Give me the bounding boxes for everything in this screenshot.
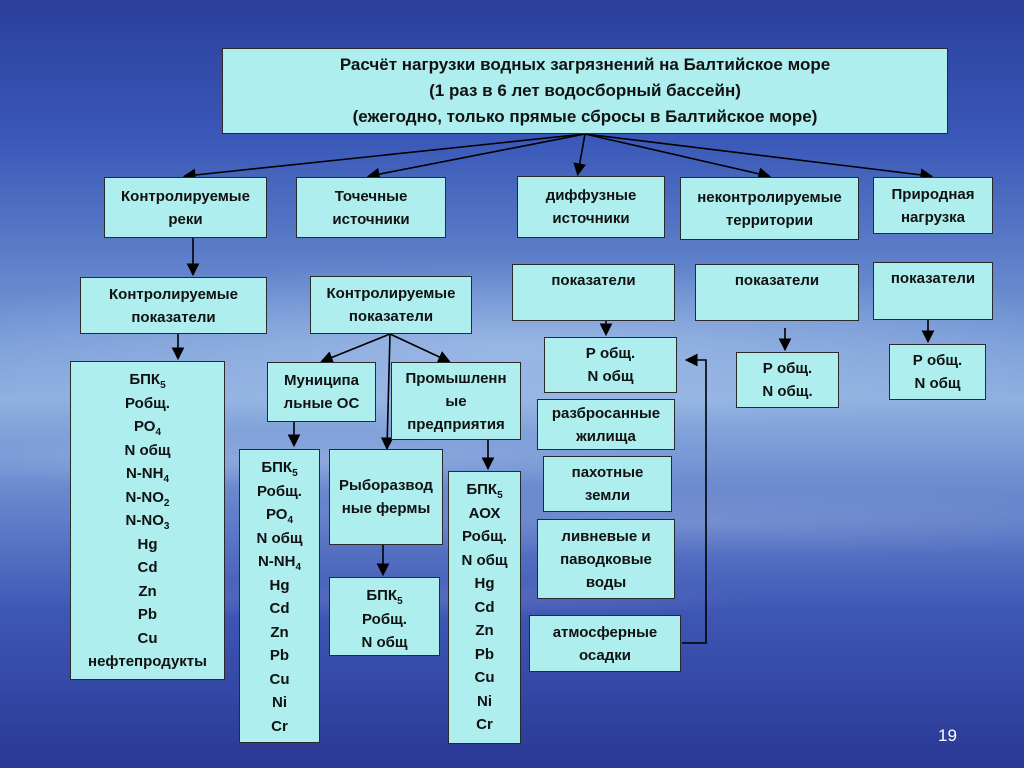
parameter-item: Cd: [137, 559, 158, 576]
parameter-item: N общ: [256, 529, 303, 547]
parameter-item: Робщ.: [125, 394, 170, 412]
category-point-sources: Точечные источники: [296, 177, 446, 238]
category-uncontrolled-territories: неконтролируемые территории: [680, 177, 859, 240]
parameter-item: АОХ: [468, 504, 501, 522]
arable-lands: пахотные земли: [543, 456, 672, 512]
title-box: Расчёт нагрузки водных загрязнений на Ба…: [222, 48, 948, 134]
parameter-item: Hg: [474, 575, 495, 592]
title-line-3: (ежегодно, только прямые сбросы в Балтий…: [352, 107, 818, 126]
parameter-item: Робщ.: [257, 482, 302, 500]
parameter-item: N-NH4: [257, 553, 302, 573]
page-number: 19: [938, 726, 957, 745]
parameter-item: Zn: [270, 623, 289, 641]
parameter-item: Cr: [476, 716, 493, 733]
parameter-item: БПК5: [129, 371, 166, 391]
diffuse-indicators: показатели: [512, 264, 675, 321]
title-line-2: (1 раз в 6 лет водосборный бассейн): [429, 81, 741, 100]
parameter-item: N общ: [361, 634, 408, 651]
title-line-1: Расчёт нагрузки водных загрязнений на Ба…: [339, 55, 831, 74]
parameter-item: N общ: [124, 441, 171, 459]
parameter-item: Робщ.: [462, 528, 507, 545]
parameter-item: РО4: [133, 418, 162, 438]
storm-flood-waters: ливневые и паводковые воды: [537, 519, 675, 599]
parameter-item: Cd: [474, 598, 495, 616]
parameter-item: N-NO2: [125, 488, 170, 509]
uncontrolled-values: Р общ. N общ.: [736, 352, 839, 408]
category-controlled-rivers: Контролируемые реки: [104, 177, 267, 238]
uncontrolled-indicators: показатели: [695, 264, 859, 321]
parameter-item: Pb: [137, 606, 158, 623]
parameter-item: Zn: [475, 622, 494, 639]
category-natural-load: Природная нагрузка: [873, 177, 993, 234]
municipal-treatment: Муниципа льные ОС: [267, 362, 376, 422]
parameter-item: БПК5: [261, 459, 298, 479]
parameter-item: Cu: [474, 669, 495, 686]
parameter-item: Hg: [137, 535, 158, 553]
parameter-item: БПК5: [366, 587, 403, 607]
category-diffuse-sources: диффузные источники: [517, 176, 665, 238]
parameter-item: Cd: [269, 600, 290, 617]
diffuse-values: Р общ. N общ: [544, 337, 677, 393]
parameter-item: N-NO3: [125, 512, 170, 532]
rivers-indicators: Контролируемые показатели: [80, 277, 267, 334]
parameter-item: Ni: [272, 694, 287, 711]
parameter-item: Ni: [477, 692, 492, 710]
atmospheric-precipitation: атмосферные осадки: [529, 615, 681, 672]
parameter-item: РО4: [265, 506, 294, 526]
parameter-item: Cu: [269, 670, 290, 688]
parameter-item: Hg: [269, 576, 290, 594]
parameter-item: N-NH4: [125, 465, 170, 485]
point-indicators: Контролируемые показатели: [310, 276, 472, 334]
parameter-item: Zn: [138, 582, 157, 600]
natural-values: Р общ. N общ: [889, 344, 986, 400]
parameter-item: Pb: [474, 645, 495, 663]
scattered-dwellings: разбросанные жилища: [537, 399, 675, 450]
natural-indicators: показатели: [873, 262, 993, 320]
parameter-item: Pb: [269, 647, 290, 664]
parameter-item: БПК5: [466, 481, 503, 501]
parameter-item: нефтепродукты: [88, 653, 207, 670]
parameter-item: Робщ.: [362, 610, 407, 628]
parameter-item: Cu: [137, 629, 158, 647]
parameter-item: N общ: [461, 551, 508, 569]
parameter-item: Cr: [271, 717, 288, 735]
fish-farms: Рыборазвод ные фермы: [329, 449, 443, 545]
industrial-enterprises: Промышленн ые предприятия: [391, 362, 521, 440]
